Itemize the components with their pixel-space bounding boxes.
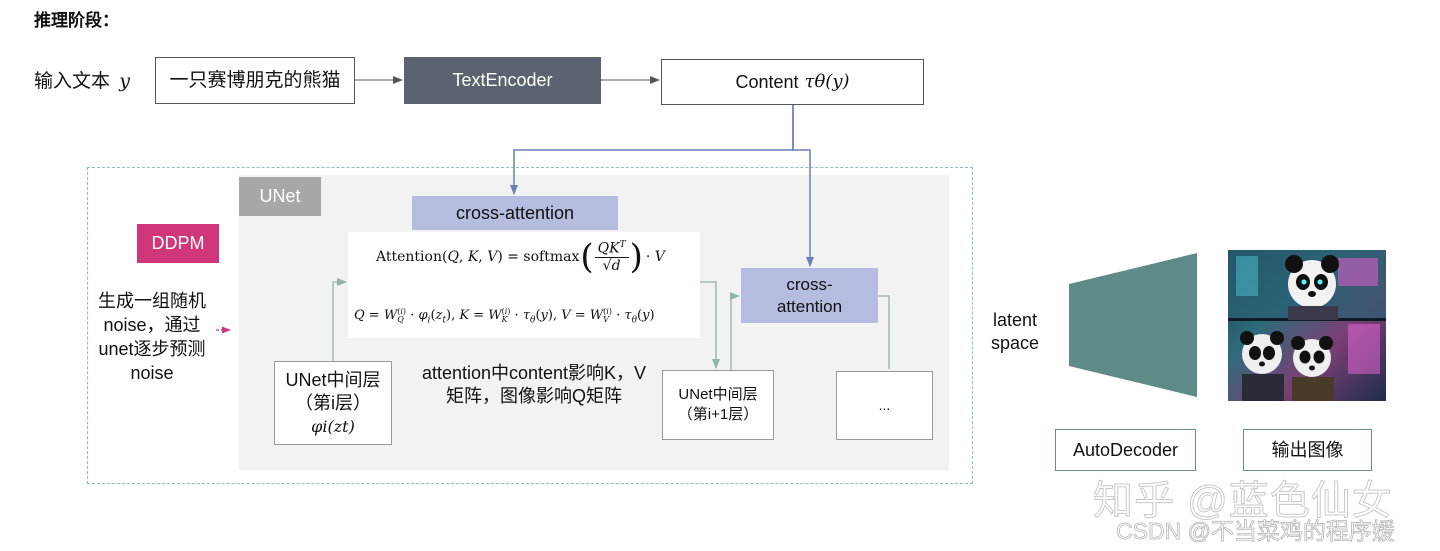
cross-attention-right-label: cross-attention <box>776 274 843 316</box>
arrow-layer-i-to-attention <box>332 278 347 361</box>
qkv-formula: Q = W(i)Q · φi(zt), K = W(i)K · τθ(y), V… <box>354 307 655 326</box>
arrow-cross-attention-to-next <box>878 295 890 369</box>
auto-decoder-label: AutoDecoder <box>1072 439 1179 460</box>
output-image <box>1228 250 1386 401</box>
unet-layer-i-label: UNet中间层（第i层） <box>285 369 381 413</box>
content-expression: τθ(y) <box>804 70 850 92</box>
watermark-csdn: CSDN @不当菜鸡的程序媛 <box>1116 518 1396 545</box>
text-encoder-box: TextEncoder <box>404 57 601 104</box>
latent-space-label: latent space <box>990 310 1040 353</box>
arrow-content-to-cross-attention-top <box>510 105 794 195</box>
input-label: 输入文本 y <box>34 70 130 94</box>
unet-label-text: UNet <box>259 186 301 207</box>
diffusion-container <box>87 167 973 484</box>
ddpm-label: DDPM <box>151 233 205 254</box>
output-image-label: 输出图像 <box>1271 439 1344 460</box>
content-label: Content <box>735 71 799 92</box>
unet-label: UNet <box>239 177 321 216</box>
ellipsis-label: ... <box>878 396 891 413</box>
section-title: 推理阶段： <box>34 11 119 30</box>
cross-attention-right: cross-attention <box>741 268 878 323</box>
attention-formula: Attention(Q, K, V) = softmax ( QKT √d ) … <box>376 237 665 277</box>
attention-note: attention中content影响K，V矩阵，图像影响Q矩阵 <box>421 363 647 406</box>
panda-illustration <box>1228 250 1386 401</box>
cross-attention-top: cross-attention <box>412 196 618 230</box>
next-layer-box: ... <box>836 371 933 440</box>
arrow-layer-i1-to-cross-attention <box>730 292 740 370</box>
input-label-text: 输入文本 <box>34 71 111 92</box>
unet-layer-i1-label: UNet中间层（第i+1层） <box>677 386 759 423</box>
output-image-box: 输出图像 <box>1243 429 1372 471</box>
content-box: Content τθ(y) <box>661 59 924 105</box>
watermark-zhihu: 知乎 @蓝色仙女 <box>1093 479 1393 524</box>
ddpm-badge: DDPM <box>137 224 219 263</box>
unet-layer-i1-box: UNet中间层（第i+1层） <box>662 370 774 440</box>
auto-decoder-shape <box>1069 253 1197 397</box>
arrow-content-to-cross-attention-right <box>792 105 814 267</box>
noise-description: 生成一组随机noise，通过unet逐步预测noise <box>98 291 206 383</box>
text-encoder-label: TextEncoder <box>452 70 553 91</box>
unet-layer-i-expression: φi(zt) <box>311 416 355 436</box>
unet-layer-i-box: UNet中间层（第i层） φi(zt) <box>274 361 392 445</box>
auto-decoder-box: AutoDecoder <box>1055 429 1196 471</box>
input-variable: y <box>119 70 131 92</box>
formula-box: Attention(Q, K, V) = softmax ( QKT √d ) … <box>348 232 700 338</box>
cross-attention-top-label: cross-attention <box>455 202 575 223</box>
arrow-attention-to-layer-i1 <box>700 281 720 369</box>
input-text-box: 一只赛博朋克的熊猫 <box>155 57 355 104</box>
input-text: 一只赛博朋克的熊猫 <box>169 69 341 91</box>
